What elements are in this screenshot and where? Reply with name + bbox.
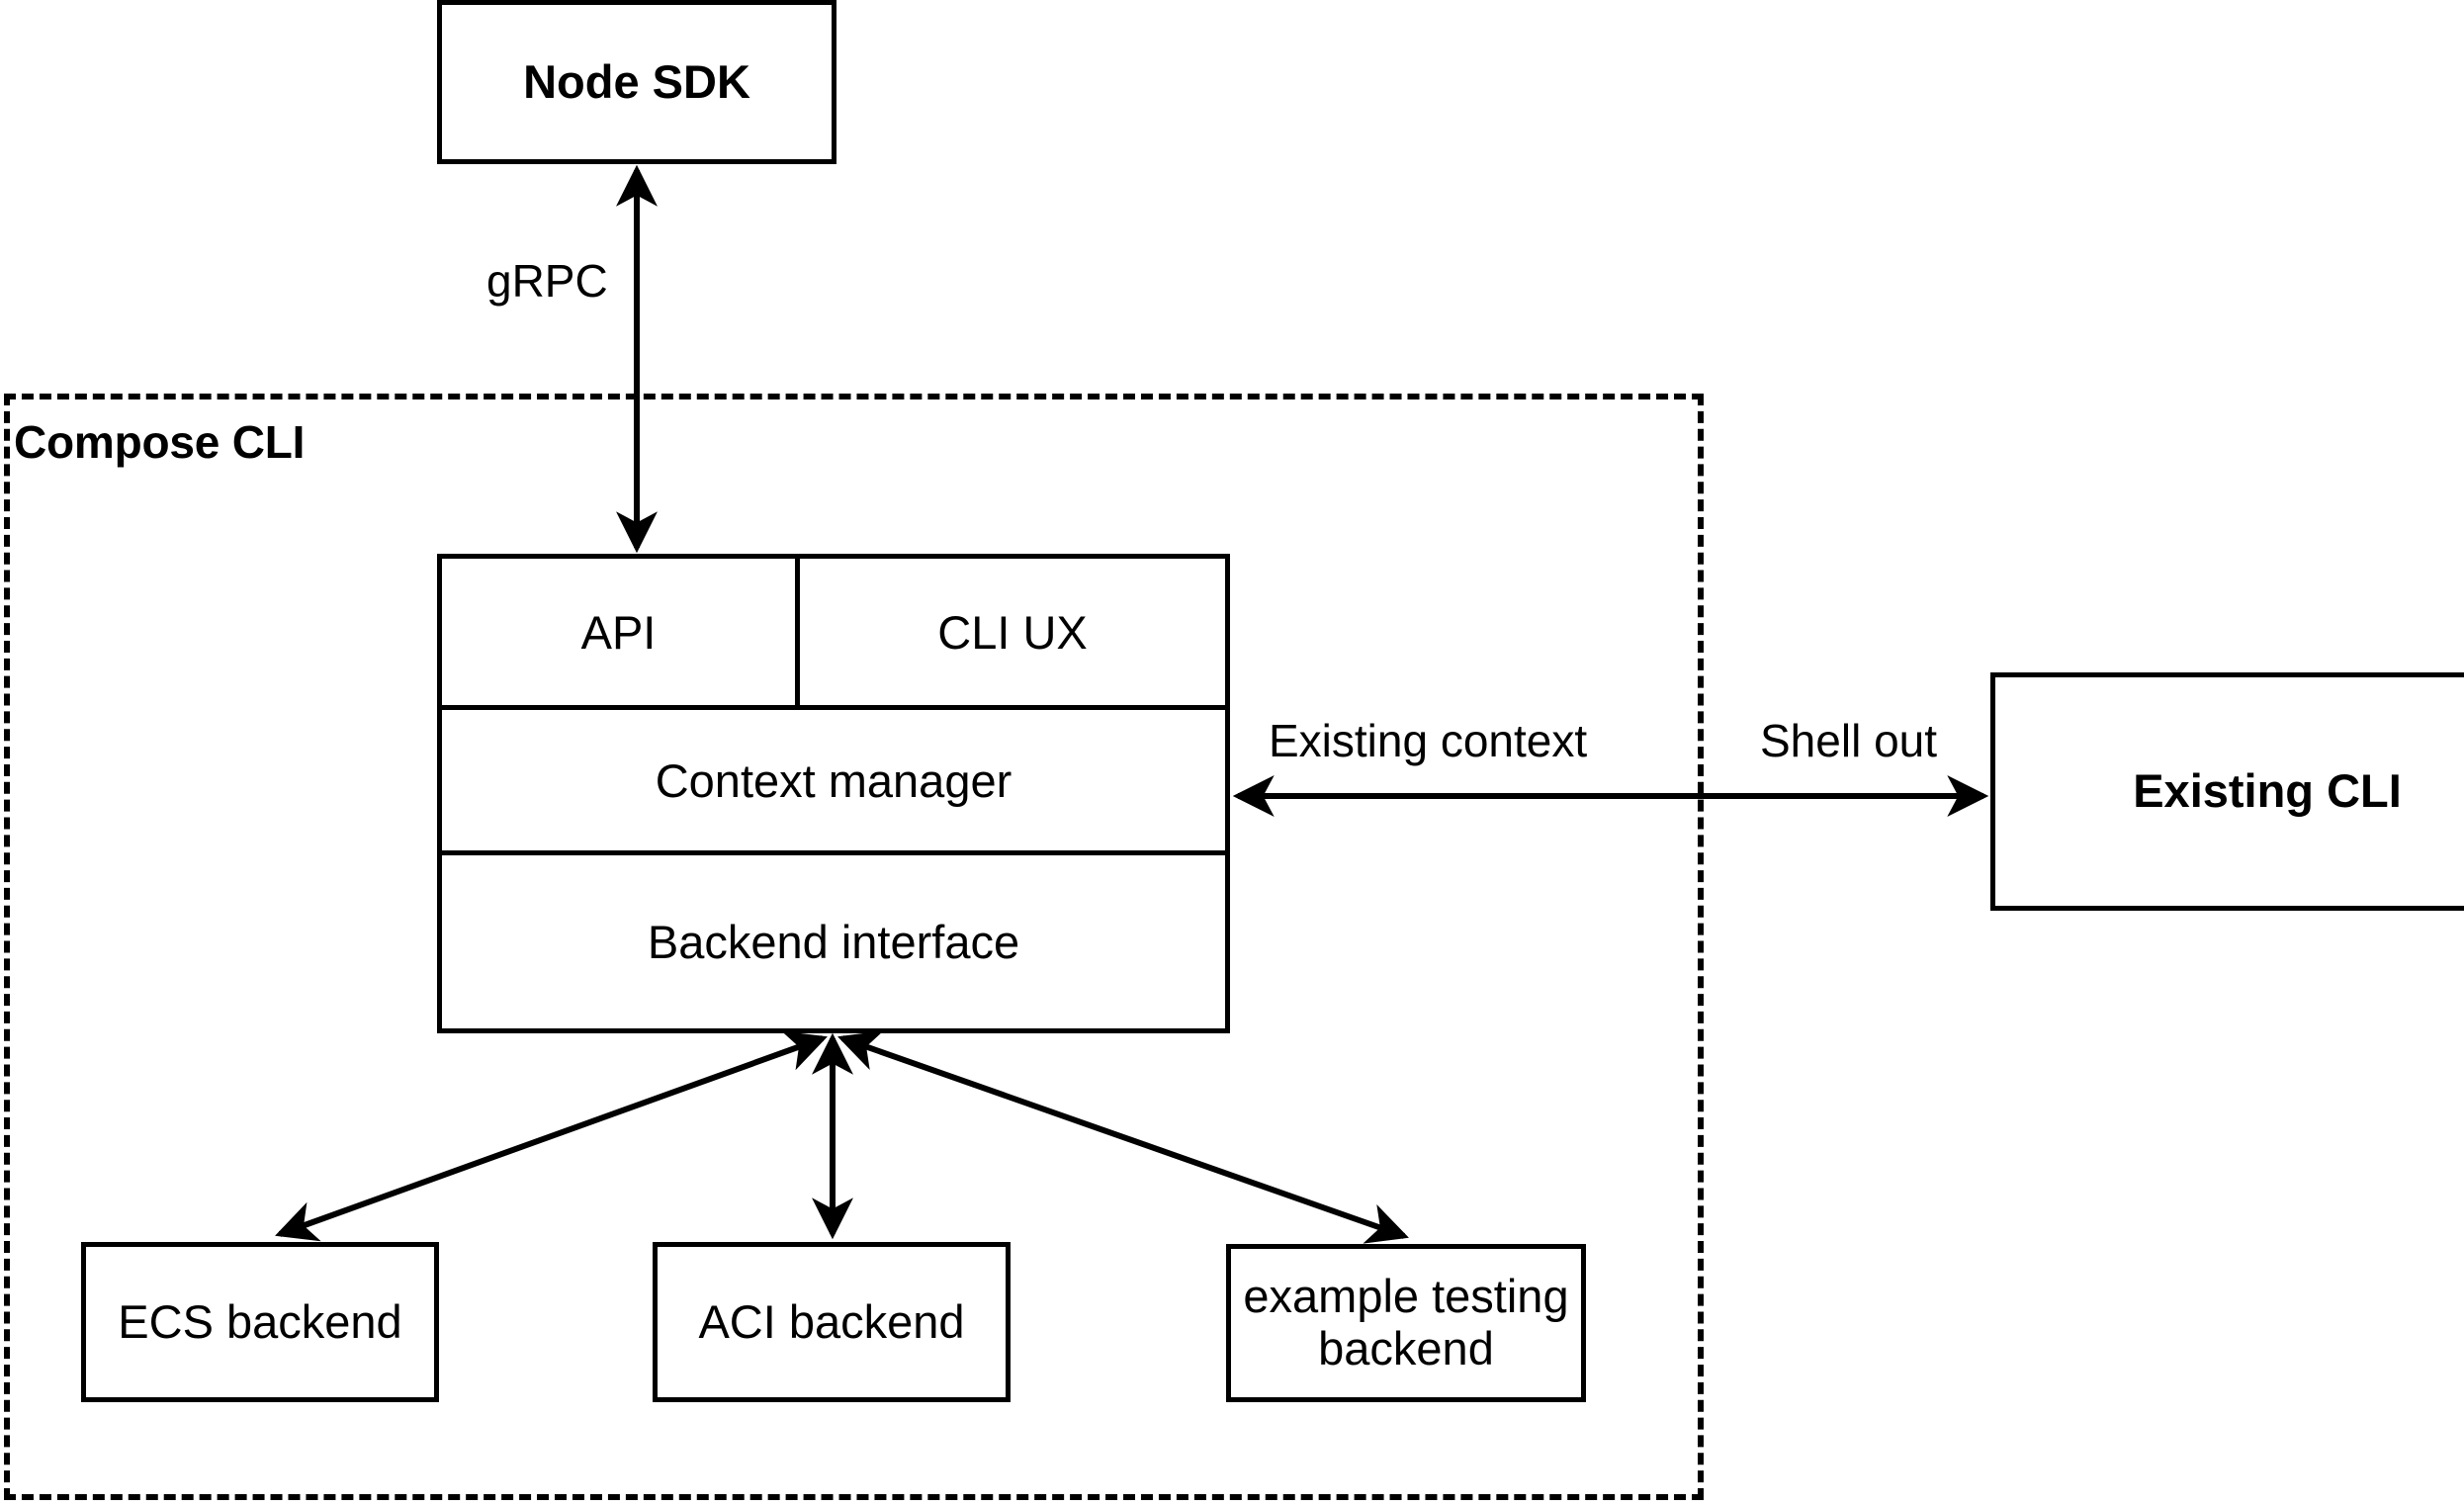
node-ecs-backend[interactable]: ECS backend xyxy=(81,1242,439,1402)
node-context-manager-label: Context manager xyxy=(655,754,1012,807)
node-example-testing-backend-label: example testing backend xyxy=(1243,1270,1569,1374)
node-existing-cli[interactable]: Existing CLI xyxy=(1990,672,2464,911)
node-aci-backend-label: ACI backend xyxy=(698,1294,965,1348)
node-existing-cli-label: Existing CLI xyxy=(2133,764,2402,818)
stack-row-api-cli-ux: API CLI UX xyxy=(442,559,1225,710)
node-example-testing-backend[interactable]: example testing backend xyxy=(1226,1244,1586,1402)
node-backend-interface-label: Backend interface xyxy=(647,916,1020,968)
edge-label-shell-out: Shell out xyxy=(1760,715,1938,766)
node-api-label: API xyxy=(580,605,657,659)
node-node-sdk[interactable]: Node SDK xyxy=(437,0,836,164)
edge-label-grpc: gRPC xyxy=(486,255,608,307)
group-compose-cli-label: Compose CLI xyxy=(14,416,306,468)
node-cli-ux-label: CLI UX xyxy=(937,605,1088,659)
node-backend-interface[interactable]: Backend interface xyxy=(442,855,1225,1028)
edge-label-existing-context: Existing context xyxy=(1269,715,1588,766)
node-aci-backend[interactable]: ACI backend xyxy=(653,1242,1011,1402)
node-node-sdk-label: Node SDK xyxy=(523,54,750,108)
node-context-manager[interactable]: Context manager xyxy=(442,710,1225,855)
node-api[interactable]: API xyxy=(442,559,800,705)
node-ecs-backend-label: ECS backend xyxy=(118,1294,402,1348)
node-compose-core-stack: API CLI UX Context manager Backend inter… xyxy=(437,554,1230,1033)
node-cli-ux[interactable]: CLI UX xyxy=(800,559,1225,705)
group-compose-cli-boundary xyxy=(4,394,1704,1500)
